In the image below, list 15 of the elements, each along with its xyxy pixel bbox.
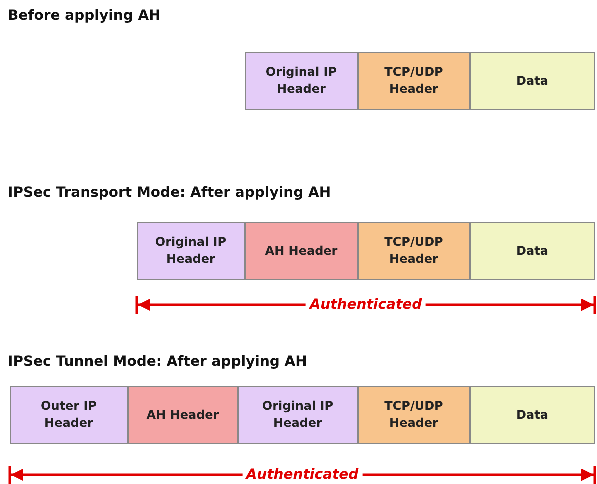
header-field: TCP/UDP Header [358, 386, 470, 444]
header-field: TCP/UDP Header [358, 222, 470, 280]
data-field: Data [470, 386, 595, 444]
header-field: TCP/UDP Header [358, 52, 470, 110]
data-field: Data [470, 52, 595, 110]
data-field: Data [470, 222, 595, 280]
header-field: AH Header [128, 386, 238, 444]
section-heading: Before applying AH [8, 8, 161, 24]
header-field: Original IP Header [238, 386, 358, 444]
header-field: Original IP Header [245, 52, 358, 110]
header-field: AH Header [245, 222, 358, 280]
header-field: Outer IP Header [10, 386, 128, 444]
header-field: Original IP Header [137, 222, 245, 280]
section-heading: IPSec Tunnel Mode: After applying AH [8, 354, 308, 370]
section-heading: IPSec Transport Mode: After applying AH [8, 185, 332, 201]
